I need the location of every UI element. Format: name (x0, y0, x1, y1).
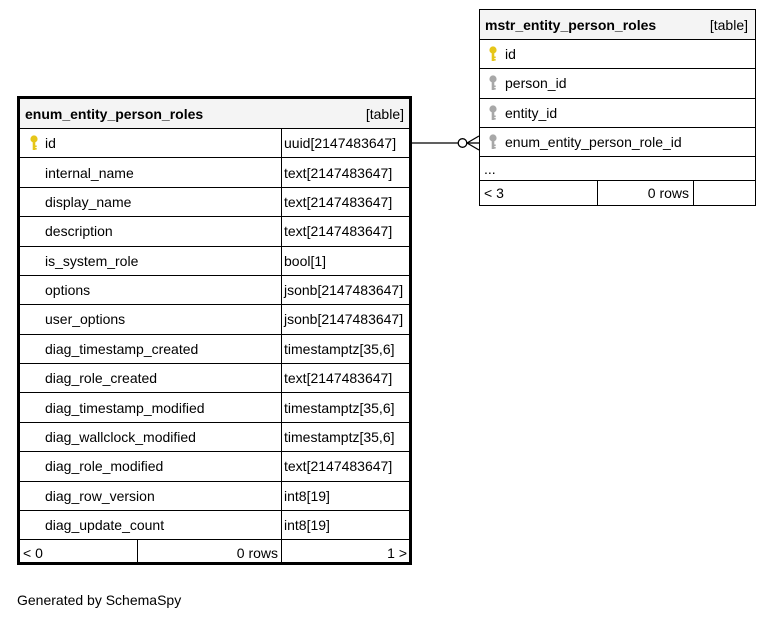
row-count: 0 rows (647, 185, 689, 201)
column-row[interactable]: diag_row_version int8[19] (20, 481, 409, 511)
column-name: id (505, 46, 516, 63)
divider (281, 452, 282, 481)
column-type: int8[19] (284, 487, 330, 504)
divider (281, 540, 282, 565)
primary-key-icon (29, 134, 39, 152)
column-name: diag_role_created (45, 370, 158, 387)
table-header: enum_entity_person_roles [table] (20, 99, 409, 129)
column-name: diag_role_modified (45, 458, 164, 475)
divider (281, 217, 282, 246)
divider (281, 393, 282, 422)
column-type: timestamptz[35,6] (284, 428, 395, 445)
foreign-key-icon (488, 104, 498, 122)
column-row[interactable]: enum_entity_person_role_id (480, 128, 755, 157)
table-footer: < 0 0 rows 1 > (20, 540, 409, 565)
column-row[interactable]: id uuid[2147483647] (20, 129, 409, 159)
divider (281, 422, 282, 452)
column-name: internal_name (45, 164, 134, 181)
zero-optional-marker (457, 138, 468, 148)
divider (597, 181, 598, 205)
divider (693, 181, 694, 205)
crowfoot-marker (466, 142, 480, 151)
column-type: bool[1] (284, 252, 327, 269)
column-name: enum_entity_person_role_id (505, 133, 682, 150)
divider (281, 364, 282, 393)
table-name[interactable]: enum_entity_person_roles (25, 105, 204, 122)
column-type: text[2147483647] (284, 458, 393, 475)
column-row[interactable]: entity_id (480, 99, 755, 128)
table-footer: < 3 0 rows (480, 181, 755, 205)
column-type: jsonb[2147483647] (284, 282, 404, 299)
divider (281, 481, 282, 510)
column-name: description (45, 223, 113, 240)
column-row[interactable]: id (480, 40, 755, 70)
divider (281, 334, 282, 363)
column-row[interactable]: internal_name text[2147483647] (20, 158, 409, 188)
table-enum-entity-person-roles[interactable]: enum_entity_person_roles [table] id uuid[… (17, 96, 412, 565)
column-type: timestamptz[35,6] (284, 399, 395, 416)
parents-count[interactable]: < 3 (484, 185, 504, 201)
table-header: mstr_entity_person_roles [table] (480, 10, 755, 40)
divider (281, 510, 282, 540)
primary-key-icon (488, 45, 498, 63)
more-columns-text: ... (484, 160, 496, 177)
column-type: jsonb[2147483647] (284, 311, 404, 328)
column-type: text[2147483647] (284, 223, 393, 240)
column-row[interactable]: is_system_role bool[1] (20, 246, 409, 276)
column-name: diag_row_version (45, 487, 155, 504)
more-columns: ... (480, 157, 755, 181)
column-name: diag_timestamp_modified (45, 399, 205, 416)
column-row[interactable]: diag_update_count int8[19] (20, 510, 409, 541)
column-type: text[2147483647] (284, 370, 393, 387)
column-row[interactable]: diag_role_modified text[2147483647] (20, 452, 409, 482)
divider (281, 275, 282, 305)
column-row[interactable]: display_name text[2147483647] (20, 187, 409, 218)
column-name: display_name (45, 193, 132, 210)
foreign-key-icon (488, 133, 498, 151)
column-type: uuid[2147483647] (284, 135, 397, 152)
row-count: 0 rows (236, 544, 278, 561)
column-name: options (45, 282, 91, 299)
table-name[interactable]: mstr_entity_person_roles (485, 16, 657, 33)
column-name: diag_timestamp_created (45, 340, 199, 357)
column-row[interactable]: diag_wallclock_modified timestamptz[35,6] (20, 422, 409, 453)
divider (281, 187, 282, 217)
column-row[interactable]: description text[2147483647] (20, 217, 409, 247)
column-row[interactable]: diag_timestamp_modified timestamptz[35,6] (20, 393, 409, 423)
column-name: user_options (45, 311, 126, 328)
column-row[interactable]: user_options jsonb[2147483647] (20, 305, 409, 335)
column-row[interactable]: diag_timestamp_created timestamptz[35,6] (20, 334, 409, 364)
column-type: text[2147483647] (284, 193, 393, 210)
generated-by-label[interactable]: Generated by SchemaSpy (17, 592, 182, 608)
column-row[interactable]: person_id (480, 69, 755, 99)
table-kind: [table] (709, 16, 748, 33)
foreign-key-icon (488, 74, 498, 92)
column-name: is_system_role (45, 252, 139, 269)
children-count[interactable]: 1 > (387, 544, 407, 561)
column-type: timestamptz[35,6] (284, 340, 395, 357)
table-kind: [table] (365, 105, 404, 122)
column-name: person_id (505, 75, 567, 92)
column-type: text[2147483647] (284, 164, 393, 181)
divider (281, 246, 282, 275)
divider (281, 129, 282, 158)
divider (281, 305, 282, 334)
column-row[interactable]: diag_role_created text[2147483647] (20, 364, 409, 394)
table-mstr-entity-person-roles[interactable]: mstr_entity_person_roles [table] id perso… (479, 9, 756, 206)
column-name: diag_wallclock_modified (45, 428, 196, 445)
column-name: entity_id (505, 104, 558, 121)
parents-count[interactable]: < 0 (23, 544, 43, 561)
column-name: id (45, 135, 56, 152)
column-row[interactable]: options jsonb[2147483647] (20, 275, 409, 306)
column-name: diag_update_count (45, 517, 165, 534)
divider (281, 158, 282, 187)
divider (137, 540, 138, 565)
column-type: int8[19] (284, 517, 330, 534)
crowfoot-marker (466, 135, 480, 144)
